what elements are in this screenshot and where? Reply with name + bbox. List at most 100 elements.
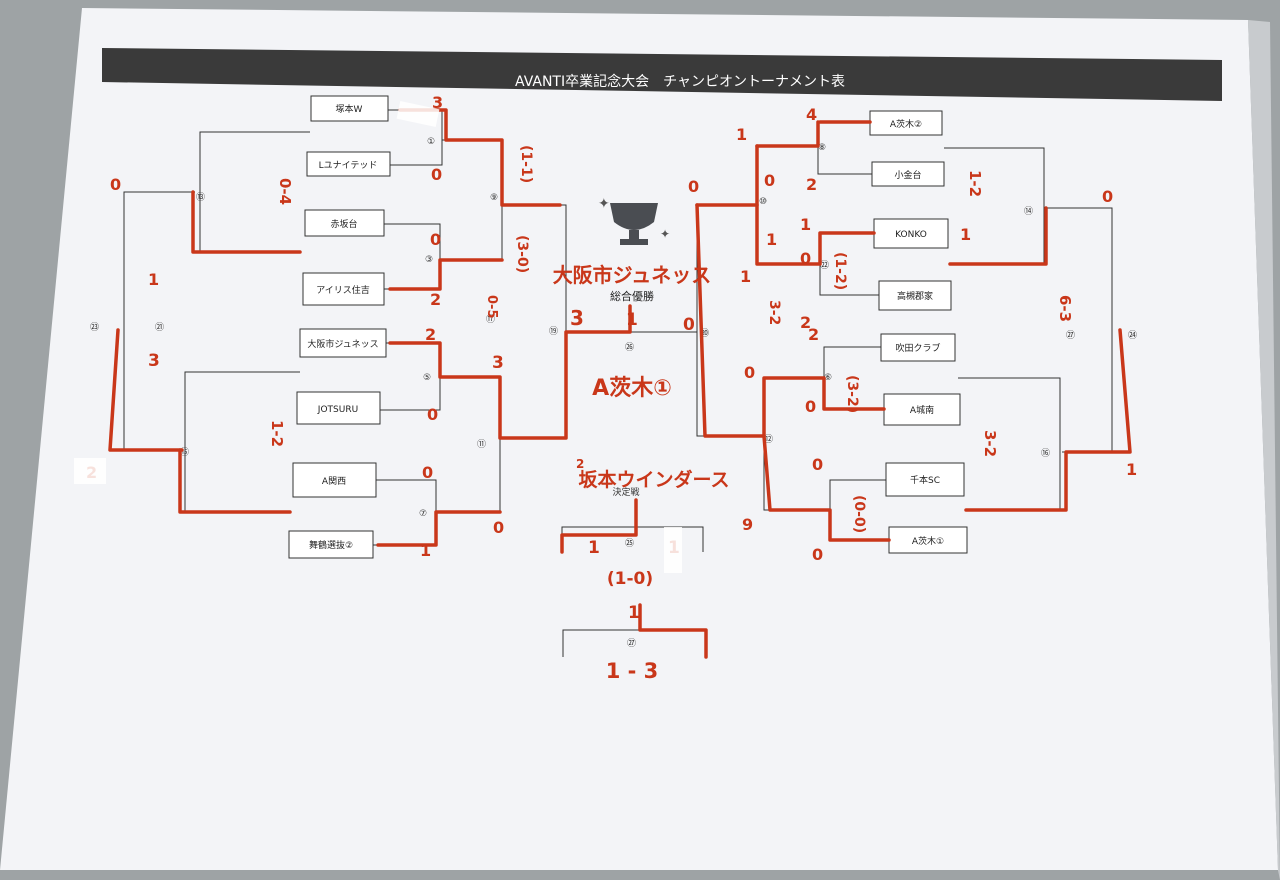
score: 0 [683, 315, 695, 335]
team-box [306, 151, 391, 177]
score: (3-2) [844, 375, 860, 413]
score: 3-2 [766, 300, 782, 325]
third-place-winner: A茨木① [592, 376, 672, 401]
winner-path [178, 448, 292, 514]
score: 3-2 [981, 430, 999, 457]
title-banner [102, 48, 1222, 101]
winner-path [191, 190, 302, 254]
team-box [878, 280, 952, 311]
left-team-boxes [288, 95, 391, 559]
team-box [880, 333, 956, 362]
score: 0 [764, 171, 775, 190]
team-name: KONKO [895, 230, 927, 240]
team-box [888, 526, 968, 554]
winner-path [388, 258, 504, 291]
runner-label: 決定戦 [612, 486, 639, 498]
score: 0 [110, 175, 121, 194]
match-number: ⑮ [180, 447, 189, 458]
match-number: ⑦ [419, 509, 427, 519]
team-box [292, 462, 377, 498]
match-number: ⑭ [1024, 206, 1033, 217]
score: 0 [800, 249, 811, 268]
team-box [869, 110, 943, 136]
tape-patch [74, 458, 106, 484]
score: 6-3 [1056, 295, 1074, 322]
score: 0-4 [276, 178, 294, 205]
team-name: 塚本W [336, 103, 363, 115]
match-number: ㉓ [90, 322, 99, 333]
score: 1-2 [966, 170, 984, 197]
red-winner-paths [108, 108, 1132, 659]
team-name: Lユナイテッド [319, 160, 378, 171]
score: (0-0) [851, 495, 867, 533]
score: 3 [148, 351, 160, 371]
team-box [310, 95, 389, 122]
sparkle-icon: ✦ [598, 196, 610, 212]
score: 0 [805, 397, 816, 416]
match-number: ㉔ [1128, 330, 1137, 341]
paper-sheet [0, 8, 1278, 870]
team-box [299, 328, 387, 358]
winner-path [762, 434, 891, 542]
score: (1-1) [518, 145, 534, 183]
score: 0 [427, 405, 438, 424]
team-name: JOTSURU [317, 405, 358, 415]
score: 4 [806, 105, 817, 124]
champion-name: 大阪市ジュネッス [553, 263, 712, 287]
score: 1 [420, 541, 431, 560]
score: 3 [492, 353, 504, 373]
score: 0 [431, 165, 442, 184]
team-name: A関西 [322, 476, 346, 487]
match-number: ① [427, 137, 435, 147]
score: 1 [628, 603, 640, 623]
score: 1 [1126, 460, 1137, 479]
team-name: 赤坂台 [330, 218, 357, 230]
team-name: 高槻郡家 [897, 290, 933, 302]
winner-path [376, 510, 502, 547]
team-name: 千本SC [910, 474, 940, 486]
team-name: A茨木② [890, 118, 922, 130]
winner-path [948, 206, 1048, 266]
score: 1 [736, 125, 747, 144]
winner-path [755, 144, 876, 266]
team-name: 大阪市ジュネッス [307, 338, 378, 350]
score: 1 [800, 215, 811, 234]
team-box [885, 462, 965, 497]
score: (3-0) [514, 235, 530, 273]
right-team-boxes [869, 110, 968, 554]
score: 2 [800, 313, 811, 332]
tape-patch [664, 527, 682, 573]
winner-path [964, 328, 1132, 512]
score: 2 [808, 325, 819, 344]
match-number: ⑲ [549, 326, 558, 337]
match-number: ③ [425, 255, 433, 265]
score: 1 [588, 538, 600, 558]
score: 2 [430, 290, 441, 309]
team-name: 舞鶴選抜② [309, 539, 353, 551]
score: 0 [493, 518, 504, 537]
match-number: ⑪ [477, 439, 486, 450]
score: 0 [812, 455, 823, 474]
match-number: ⑩ [759, 197, 767, 207]
score: 3 [570, 306, 584, 330]
match-number: ⑬ [196, 192, 205, 203]
banner-title: AVANTI卒業記念大会 チャンピオントーナメント表 [515, 73, 845, 90]
score: 1 [740, 267, 751, 286]
score: 9 [742, 515, 753, 534]
score: 3 [432, 93, 443, 112]
team-box [296, 391, 381, 425]
score: 2 [425, 325, 436, 344]
score: 1 [626, 310, 638, 330]
overall-label: 総合優勝 [610, 289, 654, 303]
match-number: ⑯ [1041, 448, 1050, 459]
match-number: ⑤ [423, 373, 431, 383]
score: 1-2 [268, 420, 286, 447]
score: 0 [688, 177, 699, 196]
winner-path [755, 120, 820, 148]
match-number: ㉗ [627, 638, 636, 649]
match-number: ㉗ [1066, 330, 1075, 341]
score: 2 [806, 175, 817, 194]
score: 1 [960, 225, 971, 244]
team-name: A茨木① [912, 535, 944, 547]
score: (1-2) [832, 252, 848, 290]
